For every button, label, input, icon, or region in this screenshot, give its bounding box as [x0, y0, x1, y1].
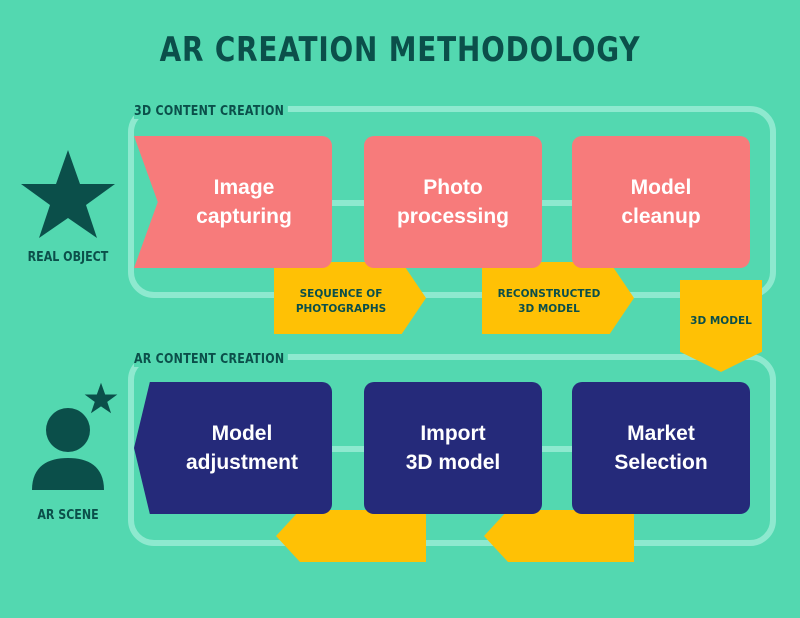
actor-label-ar-scene: AR SCENE	[37, 508, 99, 523]
top-track-loop	[128, 106, 776, 298]
top-connector-2	[540, 200, 576, 206]
step-import-3d-model: Import 3D model	[364, 382, 542, 514]
step-image-capturing: Image capturing	[134, 136, 332, 268]
flag-bottom-left	[276, 510, 426, 562]
step-market-selection: Market Selection	[572, 382, 750, 514]
small-star-icon	[84, 382, 118, 414]
section-label-ar-content: AR CONTENT CREATION	[134, 352, 288, 367]
step-model-cleanup: Model cleanup	[572, 136, 750, 268]
person-icon	[32, 408, 104, 490]
flag-reconstructed-3d-model: RECONSTRUCTED 3D MODEL	[482, 262, 634, 334]
bottom-connector-2	[540, 446, 576, 452]
flag-bottom-middle	[484, 510, 634, 562]
bottom-track-loop	[128, 354, 776, 546]
step-model-adjustment: Model adjustment	[134, 382, 332, 514]
flag-3d-model: 3D MODEL	[680, 280, 762, 372]
top-connector-1	[330, 200, 366, 206]
actor-label-real-object: REAL OBJECT	[27, 250, 109, 265]
star-icon	[21, 150, 115, 238]
page-title: AR CREATION METHODOLOGY	[159, 30, 641, 70]
bottom-connector-1	[330, 446, 366, 452]
step-photo-processing: Photo processing	[364, 136, 542, 268]
flag-sequence-of-photographs: SEQUENCE OF PHOTOGRAPHS	[274, 262, 426, 334]
section-label-3d-content: 3D CONTENT CREATION	[134, 104, 288, 119]
